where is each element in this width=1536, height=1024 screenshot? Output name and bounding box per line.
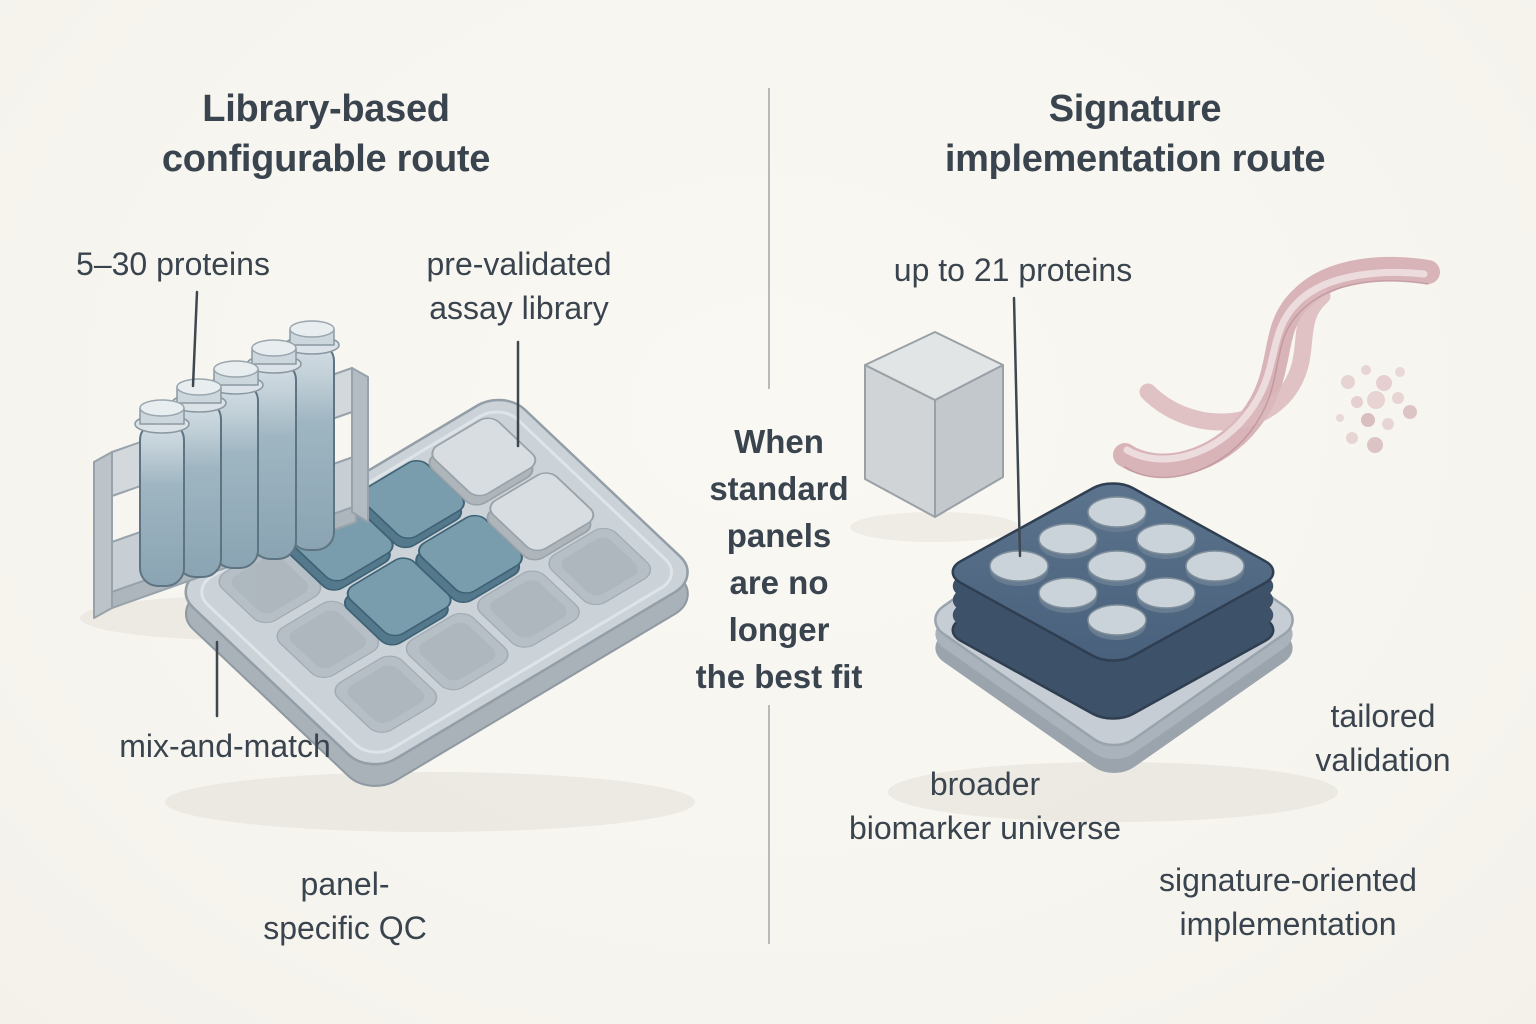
leader-lines — [191, 290, 1022, 718]
divider-note: When standard panels are no longer the b… — [695, 423, 863, 695]
leader-protein-range — [191, 290, 199, 388]
dna-ribbon-illustration — [1113, 257, 1440, 479]
signature-chip-illustration — [924, 477, 1304, 774]
chip-wells — [989, 496, 1245, 640]
label-mix-and-match: mix-and-match — [119, 728, 331, 764]
left-route-title: Library-based configurable route — [161, 88, 491, 180]
molecule-cluster-illustration — [1336, 365, 1417, 453]
tray-light-tiles — [428, 417, 595, 561]
test-tube — [208, 360, 264, 569]
label-panel-qc: panel- specific QC — [263, 866, 427, 946]
tray-teal-tiles — [285, 460, 523, 646]
leader-protein-count — [1012, 296, 1022, 558]
label-assay-library: pre-validated assay library — [426, 246, 612, 326]
test-tube — [134, 399, 190, 587]
label-protein-count: up to 21 proteins — [893, 252, 1133, 288]
test-tube — [171, 378, 227, 578]
label-protein-range: 5–30 proteins — [76, 246, 270, 282]
label-signature-implementation: signature-oriented implementation — [1159, 862, 1417, 942]
label-tailored-validation: tailored validation — [1315, 698, 1451, 778]
assay-tray-illustration — [158, 390, 715, 796]
label-biomarker-universe: broader biomarker universe — [848, 766, 1122, 846]
test-tube — [246, 339, 302, 560]
right-route-title: Signature implementation route — [944, 88, 1326, 180]
tube-rack-illustration — [93, 320, 369, 619]
ground-shadows — [80, 512, 1338, 832]
sample-cube-illustration — [864, 331, 1004, 518]
